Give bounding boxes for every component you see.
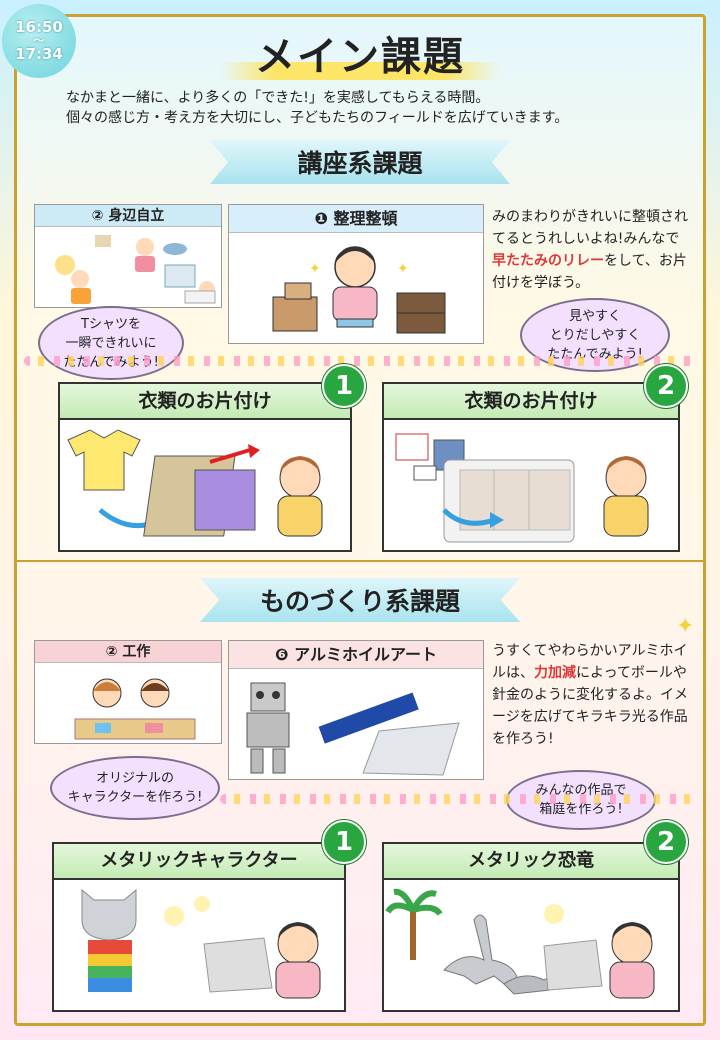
flower-divider: [220, 794, 700, 804]
number-badge-3: 1: [322, 820, 366, 864]
section2-description: うすくてやわらかいアルミホイルは、力加減によってボールや針金のように変化するよ。…: [492, 640, 698, 750]
intro-text: なかまと一緒に、より多くの「できた!」を実感してもらえる時間。 個々の感じ方・考…: [66, 88, 686, 128]
time-separator: 〜: [33, 34, 45, 47]
speech-bubble-3: オリジナルの キャラクターを作ろう!: [50, 756, 220, 820]
tshirt-icon: [67, 429, 141, 491]
metallic-dinosaur-illustration: [385, 888, 655, 999]
time-start: 16:50: [15, 18, 63, 36]
activity-card-2: 衣類のお片付け: [382, 382, 680, 552]
sparkle-icon: ✦: [676, 614, 695, 639]
activity-card-3-title: メタリックキャラクター: [54, 844, 344, 880]
activity-card-4-title: メタリック恐竜: [384, 844, 678, 880]
bubble-line: オリジナルの: [95, 771, 174, 786]
shirt-icon: [395, 433, 429, 461]
sun-icon: [55, 255, 75, 275]
speech-bubble-1: Tシャツを 一瞬できれいに たたんでみよう!: [38, 306, 184, 380]
card-foil-art-title: ❻ アルミホイルアート: [229, 641, 483, 669]
section1-description: みのまわりがきれいに整頓されてるとうれしいよね!みんなで早たたみのリレーをして、…: [492, 206, 692, 294]
activity-card-3: メタリックキャラクター: [52, 842, 346, 1012]
card-self-care: ② 身辺自立: [34, 204, 222, 308]
activity-card-1-title: 衣類のお片付け: [60, 384, 350, 420]
number-badge-4: 2: [644, 820, 688, 864]
bubble-line: 箱庭を作ろう!: [539, 802, 623, 817]
intro-line-1: なかまと一緒に、より多くの「できた!」を実感してもらえる時間。: [66, 90, 490, 106]
flower-divider: [24, 356, 696, 366]
section-banner-lecture: 講座系課題: [210, 140, 510, 184]
tshirt-folding-illustration: [67, 429, 323, 537]
robot-icon: [250, 682, 286, 712]
card-crafting: ② 工作: [34, 640, 222, 744]
desc-text: によってボールや針金のように変化するよ。イメージを広げてキラキラ光る作品を作ろう…: [492, 665, 688, 747]
bubble-line: キャラクターを作ろう!: [67, 790, 203, 805]
bubble-line: Tシャツを: [81, 316, 141, 332]
foil-art-illustration: [246, 682, 460, 776]
activity-card-1: 衣類のお片付け: [58, 382, 352, 552]
intro-line-2: 個々の感じ方・考え方を大切にし、子どもたちのフィールドを広げていきます。: [66, 110, 569, 126]
bubble-line: 見やすく: [568, 308, 621, 324]
desc-emphasis: 早たたみのリレー: [492, 253, 604, 269]
sparkle-icon: ✦: [309, 261, 321, 277]
bubble-line: とりだしやすく: [549, 327, 641, 343]
activity-card-2-title: 衣類のお片付け: [384, 384, 678, 420]
section-banner-label: ものづくり系課題: [259, 587, 460, 616]
number-badge-2: 2: [644, 364, 688, 408]
bubble-line: 一瞬できれいに: [65, 335, 157, 351]
card-organize: ❶ 整理整頓 ✦ ✦: [228, 204, 484, 344]
title-underline: [220, 62, 500, 80]
section-banner-label: 講座系課題: [297, 149, 423, 178]
card-foil-art: ❻ アルミホイルアート: [228, 640, 484, 780]
fish-icon: [163, 243, 187, 255]
section-divider: [17, 560, 703, 562]
section-banner-craft: ものづくり系課題: [200, 578, 520, 622]
palm-tree-icon: [410, 910, 416, 960]
activity-card-4: メタリック恐竜: [382, 842, 680, 1012]
crafting-illustration: [74, 678, 196, 740]
desc-emphasis: 力加減: [534, 665, 576, 681]
self-care-illustration: [55, 235, 216, 304]
desc-text: みのまわりがきれいに整頓されてるとうれしいよね!みんなで: [492, 209, 688, 247]
card-organize-title: ❶ 整理整頓: [229, 205, 483, 233]
sparkle-icon: ✦: [397, 261, 409, 277]
organize-illustration: ✦ ✦: [272, 246, 446, 334]
desc-text: をして、お片付けを学ぼう。: [492, 253, 687, 291]
drawer-organize-illustration: [395, 433, 649, 543]
card-self-care-title: ② 身辺自立: [35, 205, 221, 227]
desc-text: うすくてやわらかいアルミホイルは、: [492, 643, 688, 681]
page-title: メイン課題: [255, 34, 465, 80]
card-crafting-title: ② 工作: [35, 641, 221, 663]
time-end: 17:34: [15, 45, 63, 63]
metallic-character-illustration: [81, 888, 321, 999]
number-badge-1: 1: [322, 364, 366, 408]
time-badge: 16:50 〜 17:34: [2, 4, 76, 78]
